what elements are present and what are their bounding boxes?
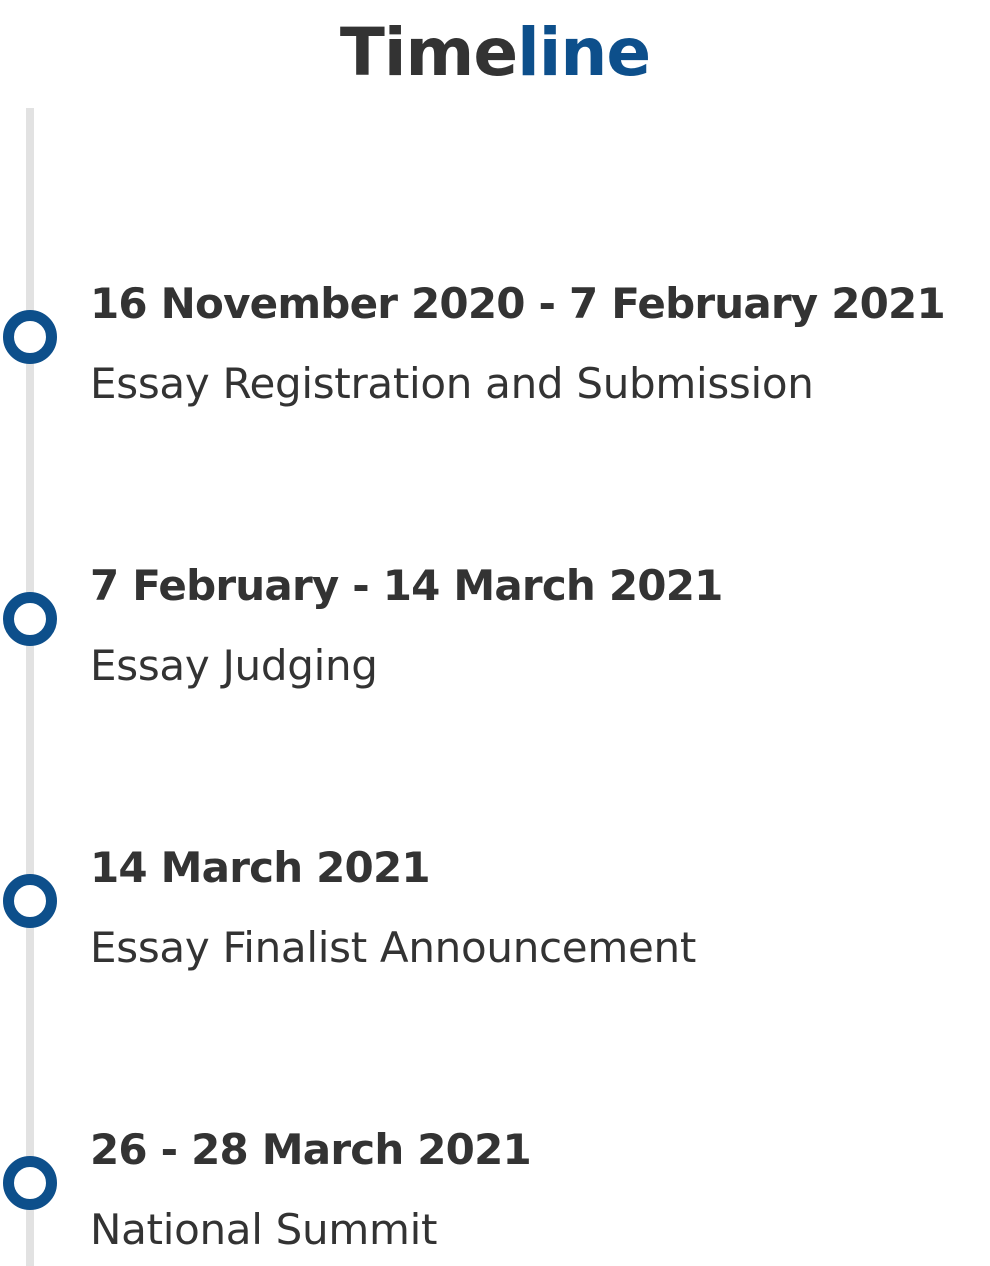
timeline-item: 7 February - 14 March 2021 Essay Judging — [0, 560, 990, 700]
timeline-dot-icon — [3, 310, 57, 364]
page-title-part2: line — [517, 14, 651, 91]
timeline-item: 16 November 2020 - 7 February 2021 Essay… — [0, 278, 990, 418]
timeline-dot-icon — [3, 874, 57, 928]
timeline-event: Essay Finalist Announcement — [90, 923, 696, 972]
timeline-date: 7 February - 14 March 2021 — [90, 561, 723, 610]
timeline-dot-icon — [3, 592, 57, 646]
timeline-dot-icon — [3, 1156, 57, 1210]
timeline-event: National Summit — [90, 1205, 438, 1254]
page-title-part1: Time — [339, 14, 518, 91]
timeline-item: 14 March 2021 Essay Finalist Announcemen… — [0, 842, 990, 982]
timeline-event: Essay Judging — [90, 641, 378, 690]
timeline-date: 14 March 2021 — [90, 843, 431, 892]
timeline-event: Essay Registration and Submission — [90, 359, 814, 408]
timeline-date: 16 November 2020 - 7 February 2021 — [90, 279, 946, 328]
timeline-item: 26 - 28 March 2021 National Summit — [0, 1124, 990, 1264]
timeline-line — [26, 108, 34, 1266]
timeline-date: 26 - 28 March 2021 — [90, 1125, 532, 1174]
page-title: Timeline — [0, 14, 990, 92]
